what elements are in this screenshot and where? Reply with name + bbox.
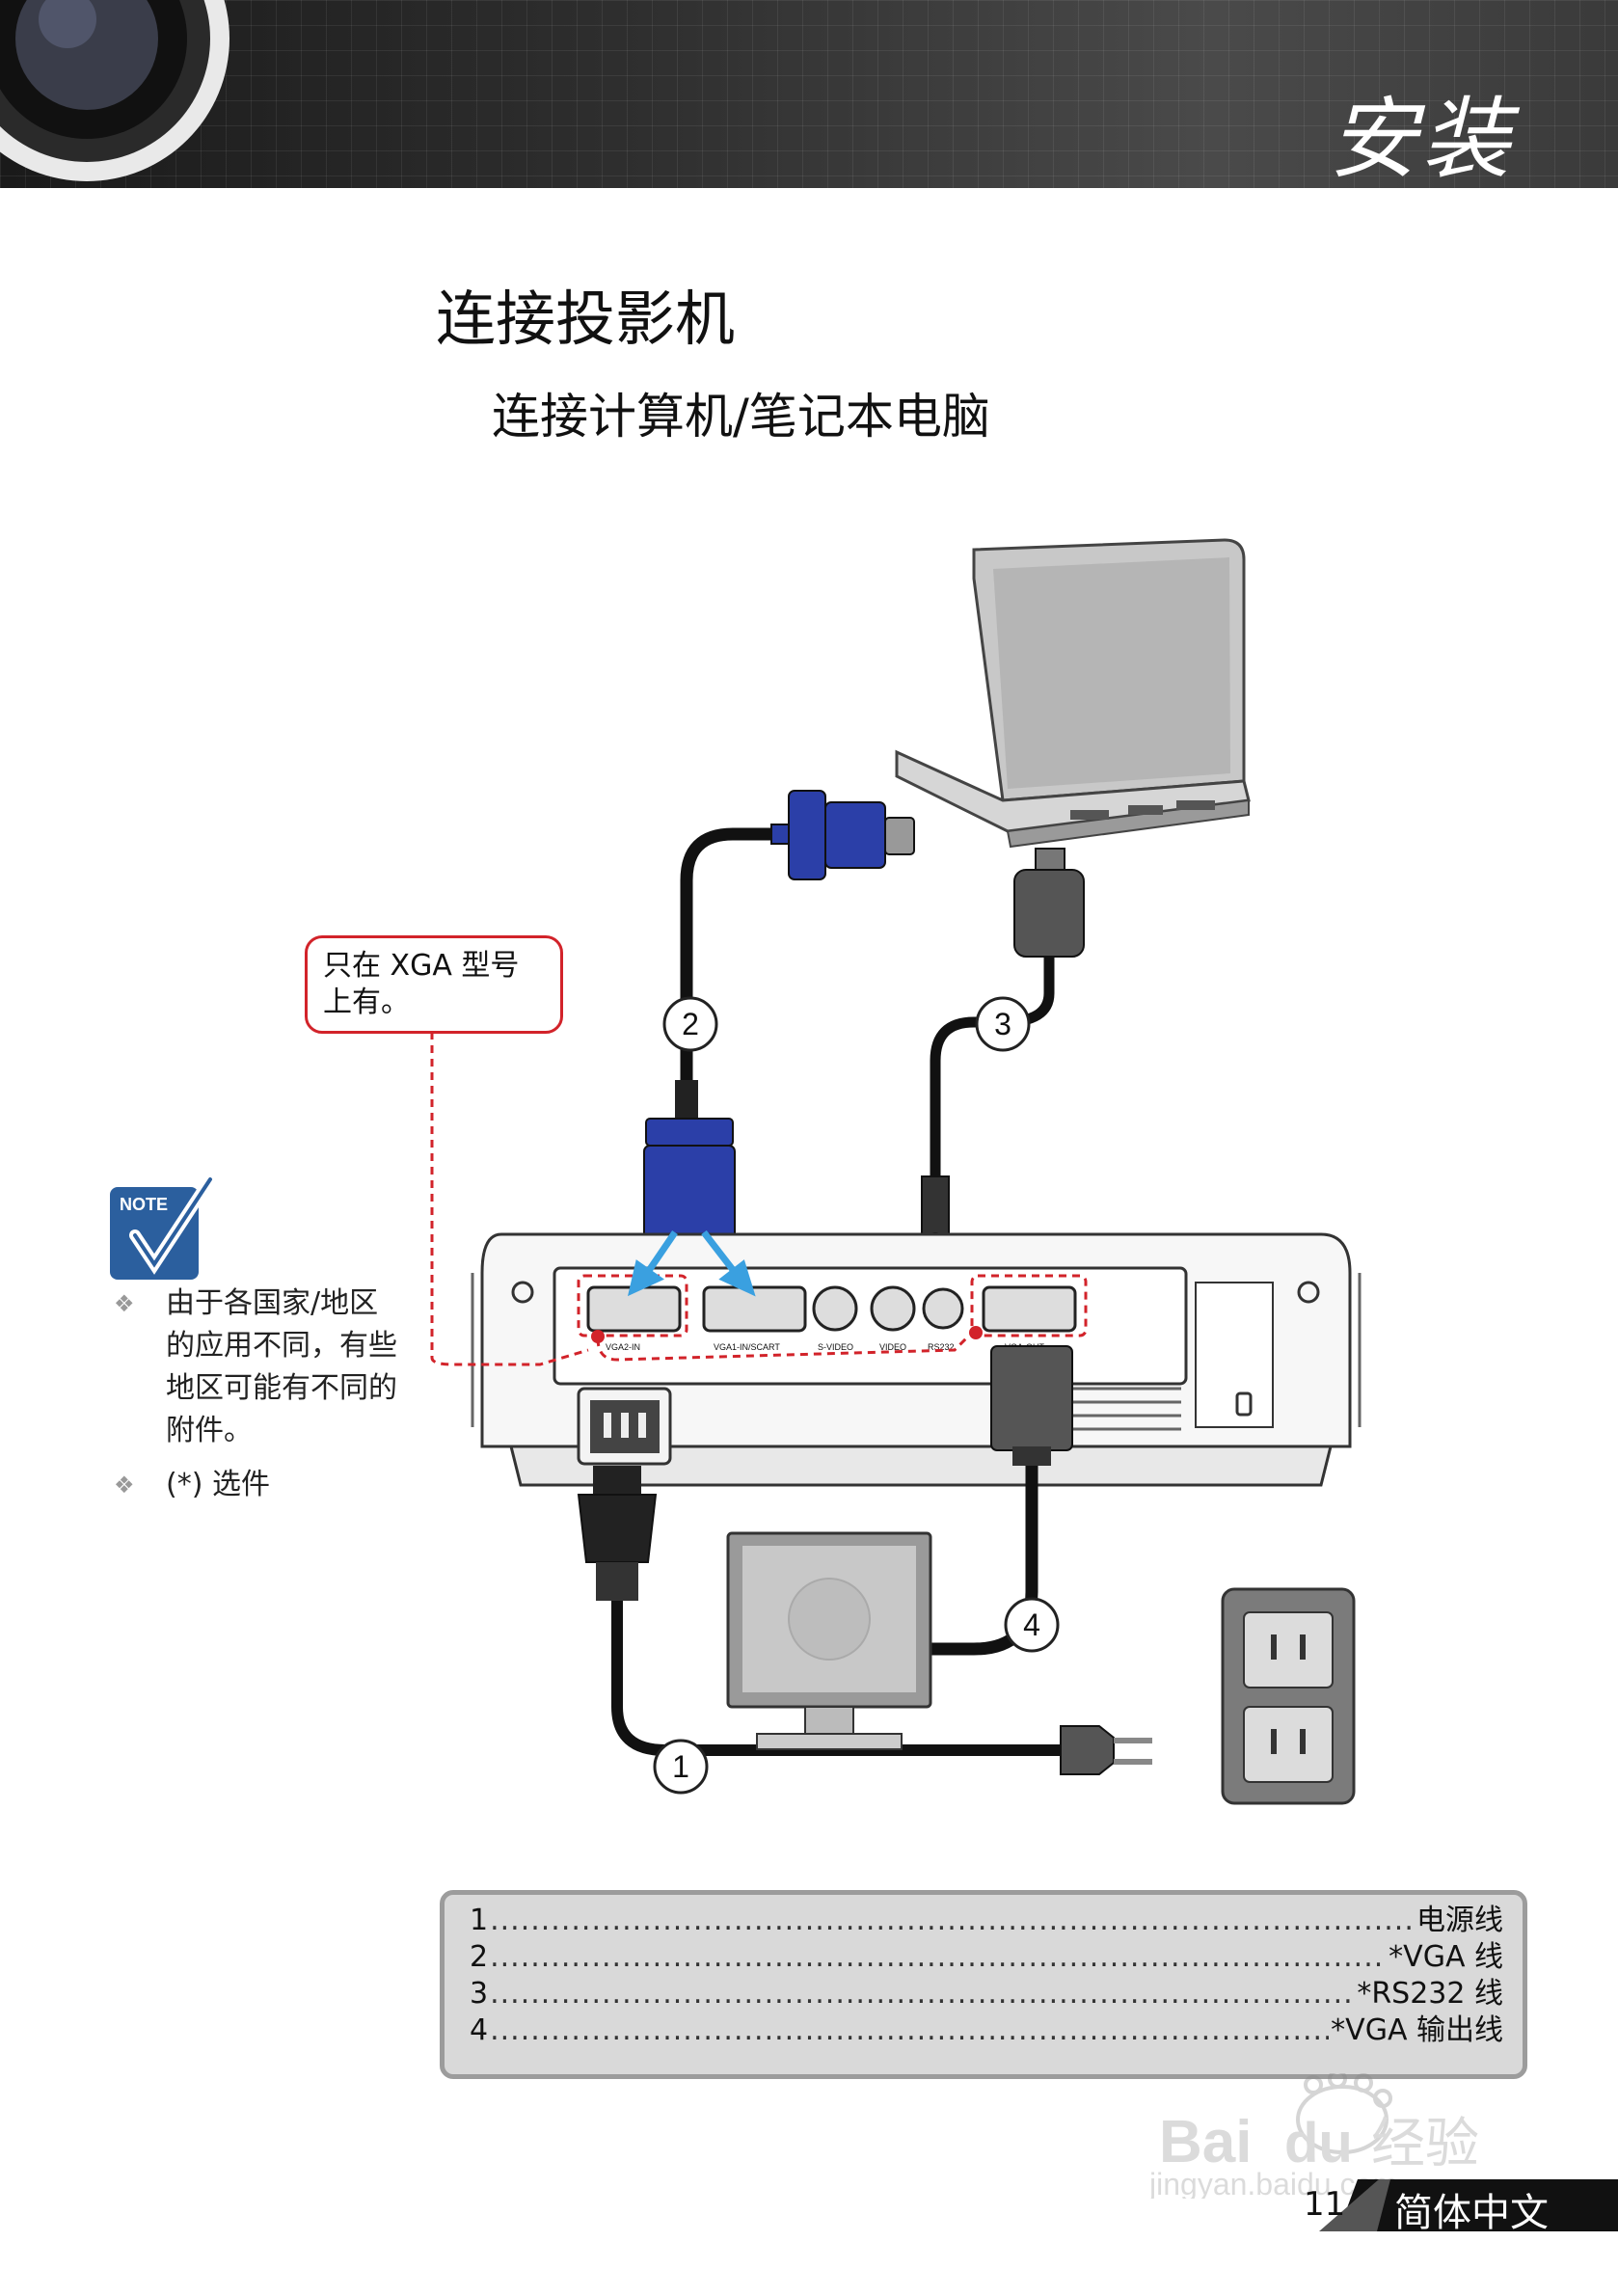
page-header: 安装 xyxy=(0,0,1618,188)
svg-text:经验: 经验 xyxy=(1371,2113,1479,2175)
legend-number: 2 xyxy=(470,1940,489,1974)
svg-text:3: 3 xyxy=(994,1007,1011,1041)
header-grid-pattern xyxy=(0,0,1618,188)
note-item-text: 由于各国家/地区的应用不同，有些地区可能有不同的附件。 xyxy=(166,1286,397,1447)
bullet-icon: ❖ xyxy=(114,1472,135,1499)
legend-number: 3 xyxy=(470,1977,489,2011)
svg-text:1: 1 xyxy=(672,1749,689,1784)
wall-outlet-icon xyxy=(1221,1587,1356,1805)
monitor-icon xyxy=(726,1531,932,1750)
vga-out-plug xyxy=(990,1345,1073,1466)
legend-leader-dots: ........................................… xyxy=(490,1940,1387,1974)
legend-row: 2 ......................................… xyxy=(470,1939,1503,1976)
port-label: S-VIDEO xyxy=(818,1342,853,1352)
svg-text:Bai: Bai xyxy=(1159,2109,1252,2175)
vga-cable xyxy=(680,827,791,1176)
legend-leader-dots: ........................................… xyxy=(490,1904,1415,1937)
port-label: VIDEO xyxy=(879,1342,906,1352)
legend-row: 1 ......................................… xyxy=(470,1903,1503,1939)
rs232-cable xyxy=(930,955,1055,1186)
rs232-plug-top xyxy=(1013,848,1085,958)
note-list: ❖ 由于各国家/地区的应用不同，有些地区可能有不同的附件。 ❖ (*) 选件 xyxy=(108,1283,397,1518)
note-badge-label: NOTE xyxy=(120,1195,168,1214)
callout-leader-line xyxy=(596,1334,971,1362)
port-label: VGA2-IN xyxy=(606,1342,640,1352)
footer-language: 简体中文 xyxy=(1394,2191,1549,2235)
arrow-icon xyxy=(627,1229,756,1297)
vga-plug-bottom xyxy=(643,1080,736,1263)
callout-line: 上有。 xyxy=(323,986,410,1019)
port-label: VGA1-IN/SCART xyxy=(714,1342,780,1352)
footer-band xyxy=(1319,2179,1618,2231)
marker-3: 3 xyxy=(975,996,1031,1052)
xga-callout: 只在 XGA 型号 上有。 xyxy=(305,935,563,1034)
marker-4: 4 xyxy=(1004,1597,1060,1653)
legend-number: 4 xyxy=(470,2013,489,2047)
section-title: 连接投影机 xyxy=(436,284,736,354)
port-label: RS232 xyxy=(928,1342,955,1352)
header-title: 安装 xyxy=(1328,88,1514,188)
callout-leader-line xyxy=(430,1032,589,1366)
svg-text:4: 4 xyxy=(1023,1607,1040,1642)
vga-out-port-highlight xyxy=(970,1274,1088,1337)
projector-icon: VGA2-IN VGA1-IN/SCART S-VIDEO VIDEO RS23… xyxy=(471,1232,1362,1487)
legend-row: 3 ......................................… xyxy=(470,1976,1503,2012)
callout-line: 只在 XGA 型号 xyxy=(323,949,520,983)
svg-text:2: 2 xyxy=(682,1007,699,1041)
legend-number: 1 xyxy=(470,1904,489,1937)
note-item: ❖ 由于各国家/地区的应用不同，有些地区可能有不同的附件。 xyxy=(108,1283,397,1452)
legend-row: 4 ......................................… xyxy=(470,2012,1503,2049)
laptop-icon xyxy=(895,538,1251,849)
connection-diagram: VGA2-IN VGA1-IN/SCART S-VIDEO VIDEO RS23… xyxy=(430,538,1362,1805)
power-plug xyxy=(577,1466,1152,1775)
marker-2: 2 xyxy=(662,996,718,1052)
note-icon: NOTE xyxy=(110,1174,216,1280)
cable-legend: 1 ......................................… xyxy=(440,1890,1527,2079)
page-number: 11 xyxy=(1304,2185,1346,2224)
marker-1: 1 xyxy=(653,1739,709,1795)
legend-label: *VGA 输出线 xyxy=(1331,2013,1503,2047)
lens-icon xyxy=(0,0,229,181)
legend-label: *RS232 线 xyxy=(1357,1977,1503,2011)
bullet-icon: ❖ xyxy=(114,1290,135,1317)
note-item: ❖ (*) 选件 xyxy=(108,1464,397,1506)
section-subtitle: 连接计算机/笔记本电脑 xyxy=(492,389,990,445)
note-item-text: (*) 选件 xyxy=(166,1468,270,1501)
legend-label: 电源线 xyxy=(1416,1904,1503,1937)
vga-plug-top xyxy=(770,790,915,880)
svg-text:du: du xyxy=(1284,2112,1353,2174)
legend-leader-dots: ........................................… xyxy=(490,2013,1330,2047)
legend-label: *VGA 线 xyxy=(1389,1940,1503,1974)
legend-leader-dots: ........................................… xyxy=(490,1977,1355,2011)
